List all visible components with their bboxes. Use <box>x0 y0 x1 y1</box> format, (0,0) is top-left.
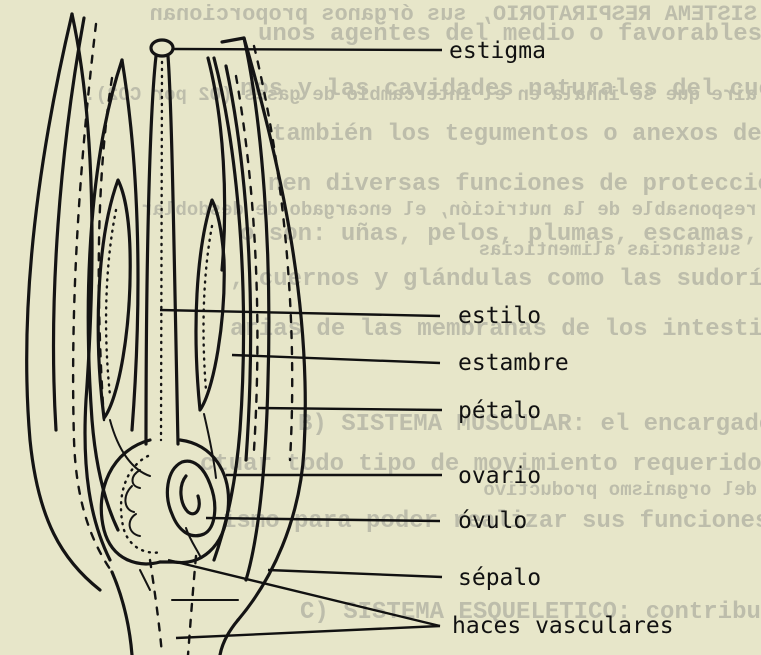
label-style: estilo <box>458 303 541 329</box>
leader-stamen <box>232 355 440 363</box>
bleed-line-mirrored: aire que se inhala en el intercambio de … <box>84 84 757 106</box>
label-ovary: ovario <box>458 463 541 489</box>
leader-petal <box>258 408 442 410</box>
leader-vascular-2 <box>176 626 440 638</box>
label-petal: pétalo <box>458 398 541 424</box>
bleed-line-mirrored: SISTEMA RESPIRATORIO, sus órganos propor… <box>150 2 757 27</box>
bleed-line: nen diversas funciones de protección o d… <box>268 171 761 198</box>
bleed-line: , cuernos y glándulas como las sudorípar… <box>230 266 761 293</box>
right-stamen <box>196 58 225 478</box>
bleed-line: también los tegumentos o anexos de la pi… <box>272 121 761 148</box>
stigma-shape <box>151 40 173 56</box>
label-stamen: estambre <box>458 350 569 376</box>
label-stigma: estigma <box>449 38 546 64</box>
ovule <box>167 461 214 556</box>
leader-stigma <box>174 49 442 50</box>
bleed-line-mirrored: sustancias alimenticias <box>479 239 741 261</box>
label-vascular-bundles: haces vasculares <box>452 613 674 639</box>
left-stamen <box>98 180 150 476</box>
bleed-line-mirrored: responsable de la nutrición, el encargad… <box>141 199 757 221</box>
label-ovule: óvulo <box>458 508 527 534</box>
label-sepal: sépalo <box>458 565 541 591</box>
leader-sepal <box>268 570 442 577</box>
receptacle <box>112 556 238 655</box>
